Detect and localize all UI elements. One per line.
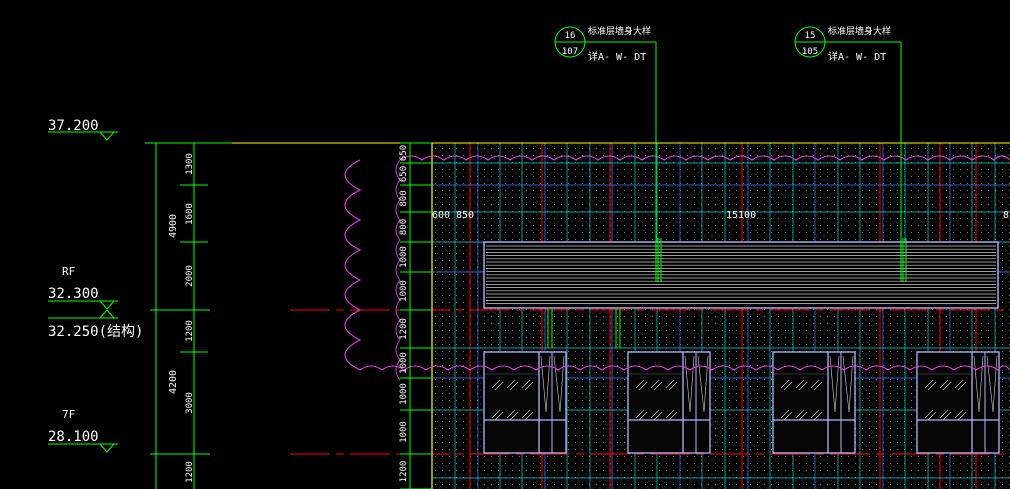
detail-callout-1[interactable]: 16 107 标准层墙身大样 详A- W- DT	[554, 25, 657, 282]
dim-text: 4900	[168, 214, 179, 238]
vertical-dimension-chain: 4900 4200 1300 1600 2000 1200 3000 1200	[145, 142, 232, 489]
dim-text: 3000	[185, 392, 195, 414]
dim-text: 1600	[185, 203, 195, 225]
callout-ref: 详A- W- DT	[828, 50, 886, 63]
dim-text: 1000	[399, 421, 409, 443]
dim-text: 1200	[185, 320, 195, 342]
callout-title: 标准层墙身大样	[828, 25, 891, 37]
level-marker-rf[interactable]: RF 32.300 32.250(结构)	[48, 265, 143, 340]
callout-number-top: 16	[565, 31, 576, 41]
callout-title: 标准层墙身大样	[588, 25, 651, 37]
level-elevation: 37.200	[48, 118, 99, 134]
dim-text: 1300	[185, 153, 195, 175]
dim-text: 1200	[399, 461, 409, 483]
dim-text: 800	[399, 219, 409, 235]
revision-cloud[interactable]	[344, 155, 1010, 381]
detail-callout-2[interactable]: 15 105 标准层墙身大样 详A- W- DT	[794, 25, 902, 282]
level-marker-7f[interactable]: 7F 28.100	[48, 408, 118, 453]
dim-text: 1000	[399, 352, 409, 374]
dim-text: 8	[1003, 210, 1009, 221]
callout-ref: 详A- W- DT	[588, 50, 646, 63]
level-floor-label: 7F	[62, 408, 75, 421]
dim-text: 600	[432, 210, 450, 221]
facade-dimension-chain: 650 650 800 800 1000 1000 1200 1000 1000 1000 1200	[399, 142, 432, 489]
level-structure-note: 32.250(结构)	[48, 324, 143, 340]
dim-text: 2000	[185, 265, 195, 287]
dim-text: 1000	[399, 246, 409, 268]
dim-text: 4200	[168, 370, 179, 394]
dim-text: 650	[399, 145, 409, 161]
level-marker-top[interactable]: 37.200	[48, 118, 118, 141]
dim-text: 15100	[726, 210, 756, 221]
callout-number-bottom: 105	[802, 47, 818, 57]
dim-text: 650	[399, 166, 409, 182]
dim-text: 1000	[399, 280, 409, 302]
louver-panel[interactable]	[483, 238, 999, 348]
callout-number-top: 15	[805, 31, 816, 41]
level-elevation: 32.300	[48, 286, 99, 302]
level-floor-label: RF	[62, 265, 75, 278]
horizontal-dimensions: 600 850 15100 8	[432, 210, 1009, 221]
level-elevation: 28.100	[48, 429, 99, 445]
dim-text: 1200	[399, 318, 409, 340]
dim-text: 1000	[399, 383, 409, 405]
callout-number-bottom: 107	[562, 47, 578, 57]
dim-text: 850	[456, 210, 474, 221]
dim-text: 800	[399, 190, 409, 206]
dim-text: 1200	[185, 461, 195, 483]
